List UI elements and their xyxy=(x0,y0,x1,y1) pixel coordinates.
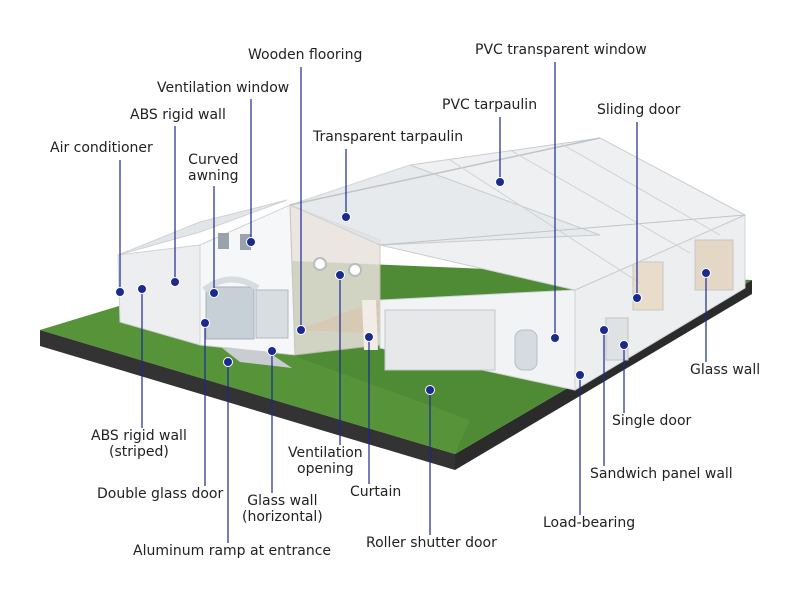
curved-awning-shape xyxy=(202,276,260,293)
label-curved-awning-line1: Curved xyxy=(188,152,239,168)
glass-wall-shape xyxy=(694,239,734,291)
marker-sliding-door xyxy=(632,293,642,303)
label-load-bearing: Load-bearing xyxy=(543,515,636,531)
roof-purlin-2 xyxy=(509,149,691,254)
roller-shutter-door-shape xyxy=(384,309,496,371)
roof-ridge xyxy=(289,137,601,206)
ventilation-opening-1 xyxy=(313,257,327,271)
label-glass-wall: Glass wall xyxy=(690,362,761,378)
grass-shade xyxy=(40,300,470,454)
label-abs-rigid-wall-striped-line1: ABS rigid wall xyxy=(91,428,187,444)
ventilation-window-1 xyxy=(218,233,229,249)
marker-pvc-tarpaulin xyxy=(495,177,505,187)
label-glass-wall-horizontal-line2: (horizontal) xyxy=(242,509,323,525)
label-sliding-door: Sliding door xyxy=(597,102,681,118)
marker-abs-rigid-wall-striped xyxy=(137,284,147,294)
ventilation-window-2 xyxy=(240,234,251,250)
roof-eave xyxy=(379,214,746,246)
roof-purlin-3 xyxy=(559,142,721,236)
label-ventilation-window: Ventilation window xyxy=(157,80,290,96)
label-abs-rigid-wall: ABS rigid wall xyxy=(130,107,226,123)
left-gable-roof xyxy=(117,199,288,256)
marker-abs-rigid-wall xyxy=(170,277,180,287)
label-ventilation-opening-line1: Ventilation xyxy=(288,445,363,461)
ventilation-opening-2 xyxy=(348,263,362,277)
marker-curved-awning xyxy=(209,288,219,298)
label-double-glass-door: Double glass door xyxy=(97,486,224,502)
marker-load-bearing xyxy=(575,370,585,380)
label-sandwich-panel-wall: Sandwich panel wall xyxy=(590,466,733,482)
marker-curtain xyxy=(364,332,374,342)
marker-single-door xyxy=(619,340,629,350)
label-glass-wall-horizontal-line1: Glass wall xyxy=(247,493,318,509)
marker-roller-shutter-door xyxy=(425,385,435,395)
leader-lines xyxy=(119,62,707,543)
label-ventilation-opening-line2: opening xyxy=(297,461,354,477)
marker-glass-wall-horizontal xyxy=(267,346,277,356)
label-wooden-flooring: Wooden flooring xyxy=(248,47,363,63)
marker-transparent-tarpaulin xyxy=(341,212,351,222)
label-aluminum-ramp: Aluminum ramp at entrance xyxy=(133,543,332,559)
label-pvc-transparent-window: PVC transparent window xyxy=(475,42,647,58)
label-roller-shutter-door: Roller shutter door xyxy=(366,535,497,551)
label-glass-wall-horizontal: Glass wall (horizontal) xyxy=(242,493,323,525)
label-curtain: Curtain xyxy=(350,484,402,500)
label-ventilation-opening: Ventilation opening xyxy=(288,445,363,477)
label-abs-rigid-wall-striped: ABS rigid wall (striped) xyxy=(91,428,187,460)
curtain-shape xyxy=(362,300,378,350)
ground-base-edge xyxy=(40,330,455,470)
marker-sandwich-panel-wall xyxy=(599,325,609,335)
roof-purlin-1 xyxy=(449,159,641,284)
label-pvc-tarpaulin: PVC tarpaulin xyxy=(442,97,538,113)
marker-ventilation-opening xyxy=(335,270,345,280)
marker-double-glass-door xyxy=(200,318,210,328)
glass-wall-horizontal-shape xyxy=(255,289,289,339)
marker-air-conditioner xyxy=(115,287,125,297)
marker-aluminum-ramp xyxy=(223,357,233,367)
markers xyxy=(115,177,711,395)
marker-wooden-flooring xyxy=(296,325,306,335)
marker-glass-wall xyxy=(701,268,711,278)
label-transparent-tarpaulin: Transparent tarpaulin xyxy=(313,129,464,145)
label-curved-awning-line2: awning xyxy=(188,168,239,184)
label-air-conditioner: Air conditioner xyxy=(50,140,153,156)
label-curved-awning: Curved awning xyxy=(188,152,239,184)
aluminum-ramp-shape xyxy=(222,348,292,368)
marker-pvc-transparent-window xyxy=(550,333,560,343)
marker-ventilation-window xyxy=(246,237,256,247)
label-single-door: Single door xyxy=(612,413,692,429)
label-abs-rigid-wall-striped-line2: (striped) xyxy=(109,444,169,460)
single-door-shape xyxy=(605,317,629,361)
pvc-window-shape xyxy=(514,329,538,371)
